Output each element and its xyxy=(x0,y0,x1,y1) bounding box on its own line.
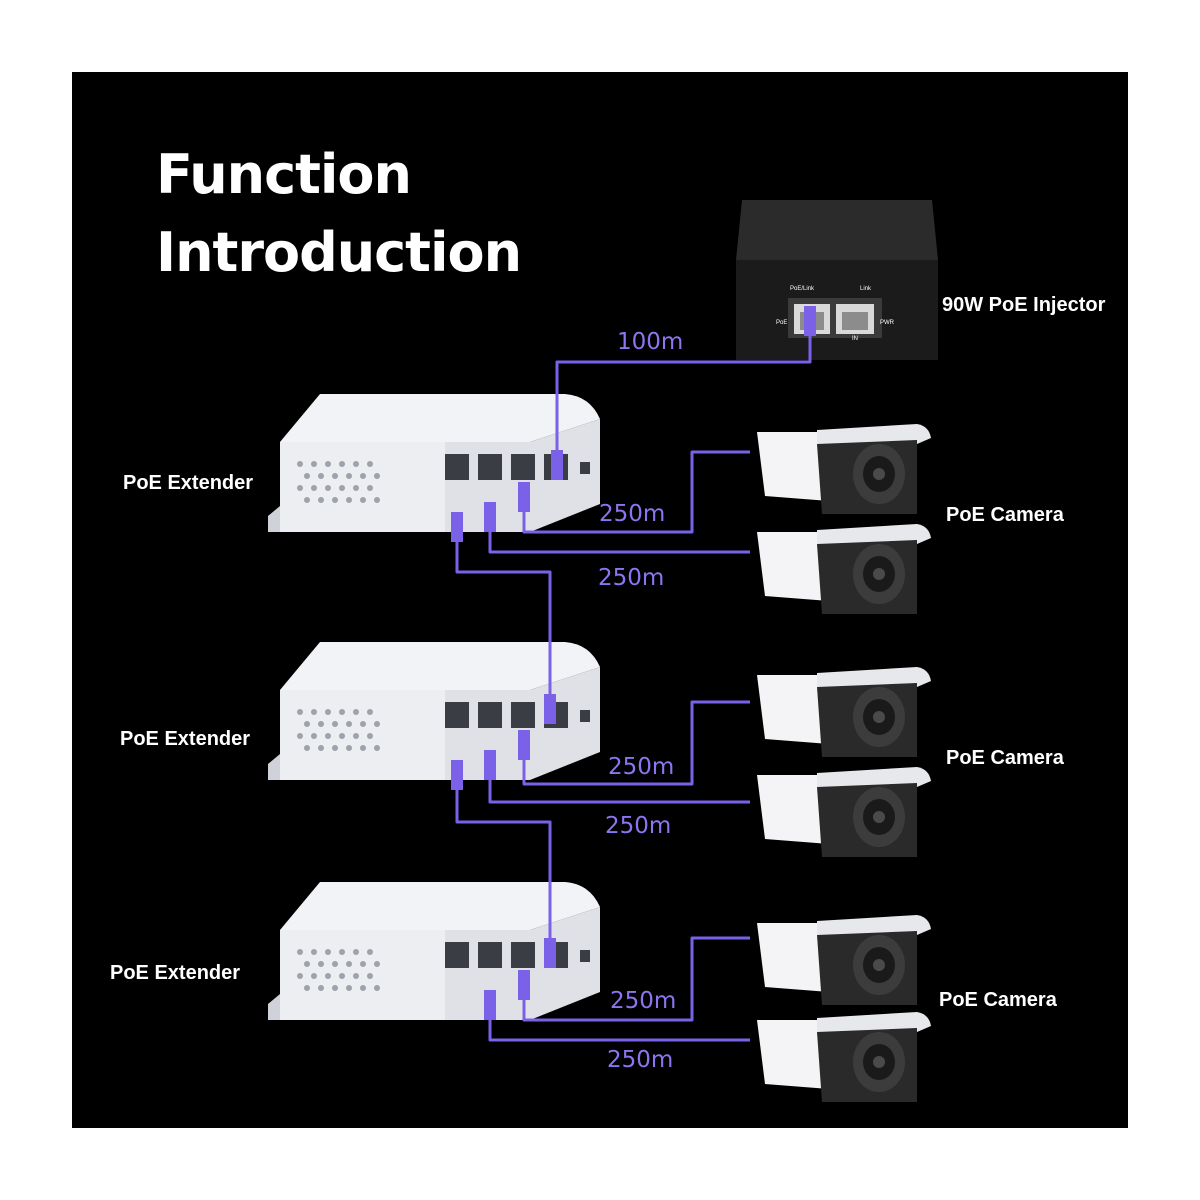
port-label-pwr: PWR xyxy=(880,320,894,326)
port-label-poe-link: PoE/Link xyxy=(790,286,814,292)
distance-label-2a: 250m xyxy=(608,754,674,780)
camera-2a xyxy=(757,667,931,757)
poe-injector xyxy=(736,200,938,360)
camera-3a xyxy=(757,915,931,1005)
extender-1-device xyxy=(268,394,600,532)
injector-label: 90W PoE Injector xyxy=(942,294,1105,317)
camera-1b xyxy=(757,524,931,614)
page-title: Function Introduction xyxy=(156,136,521,292)
camera-group-label-2: PoE Camera xyxy=(946,747,1064,770)
port-label-in: IN xyxy=(852,336,858,342)
distance-label-3a: 250m xyxy=(610,988,676,1014)
camera-group-label-1: PoE Camera xyxy=(946,504,1064,527)
distance-label-2b: 250m xyxy=(605,813,671,839)
title-line-1: Function xyxy=(156,136,521,214)
distance-label-1a: 250m xyxy=(599,501,665,527)
distance-label-3b: 250m xyxy=(607,1047,673,1073)
extender-label-2: PoE Extender xyxy=(120,728,250,751)
title-line-2: Introduction xyxy=(156,214,521,292)
camera-1a xyxy=(757,424,931,514)
distance-label-injector: 100m xyxy=(617,329,683,355)
port-label-link: Link xyxy=(860,286,871,292)
camera-group-label-3: PoE Camera xyxy=(939,989,1057,1012)
extender-label-3: PoE Extender xyxy=(110,962,240,985)
distance-label-1b: 250m xyxy=(598,565,664,591)
extender-label-1: PoE Extender xyxy=(123,472,253,495)
port-label-poe: PoE xyxy=(776,320,787,326)
diagram-canvas: Function Introduction PoE/Link Link PoE … xyxy=(72,72,1128,1128)
camera-2b xyxy=(757,767,931,857)
camera-3b xyxy=(757,1012,931,1102)
